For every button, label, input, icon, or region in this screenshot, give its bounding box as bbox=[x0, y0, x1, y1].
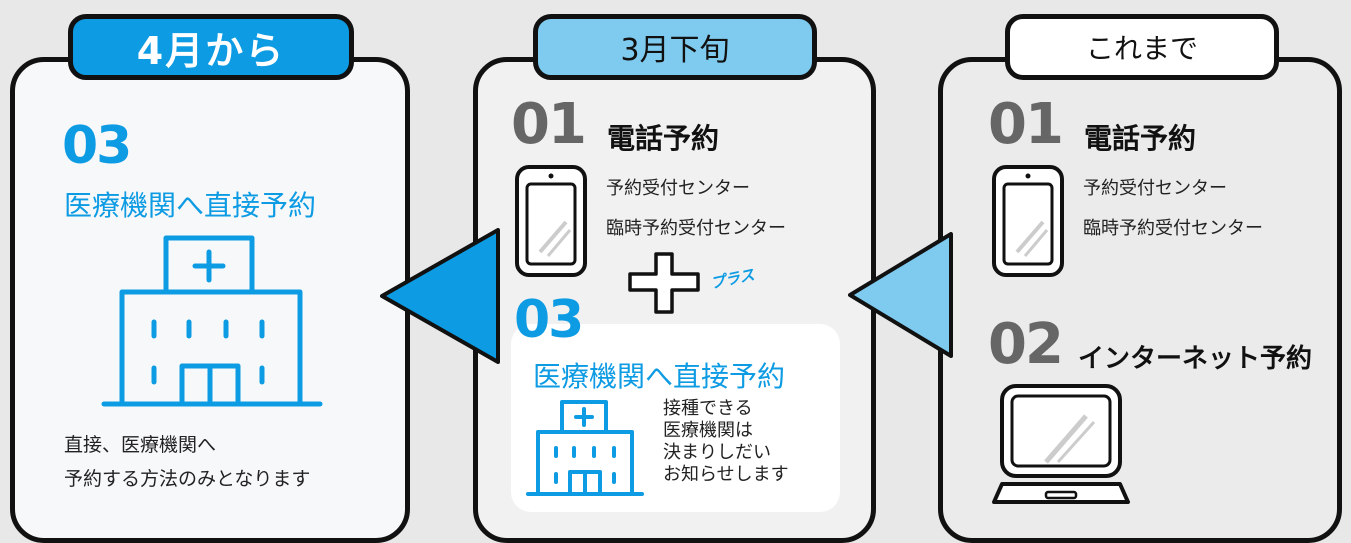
description-line: 直接、医療機関へ bbox=[64, 434, 217, 456]
method-number: 02 bbox=[988, 312, 1064, 377]
hospital-icon bbox=[526, 400, 644, 496]
notice-text: 接種できる 医療機関は 決まりしだい お知らせします bbox=[663, 398, 789, 486]
arrow-left-icon bbox=[380, 228, 500, 364]
arrow-left-icon bbox=[848, 232, 953, 358]
tab-until-now: これまで bbox=[1005, 14, 1279, 80]
method-number: 03 bbox=[514, 290, 584, 350]
contact-line: 臨時予約受付センター bbox=[606, 218, 786, 239]
tab-label: 4月から bbox=[136, 28, 286, 73]
hospital-icon bbox=[101, 235, 323, 407]
contact-line: 臨時予約受付センター bbox=[1083, 218, 1263, 239]
method-number: 01 bbox=[511, 92, 587, 157]
method-heading: インターネット予約 bbox=[1078, 344, 1313, 374]
description-line: 予約する方法のみとなります bbox=[64, 468, 311, 490]
notice-line: 接種できる bbox=[663, 398, 753, 419]
contact-line: 予約受付センター bbox=[1083, 178, 1227, 199]
notice-line: お知らせします bbox=[663, 464, 789, 485]
direct-reservation-box bbox=[511, 324, 840, 512]
smartphone-icon bbox=[515, 165, 587, 277]
method-number: 01 bbox=[988, 92, 1064, 157]
tab-label: 3月下旬 bbox=[620, 33, 730, 68]
panel-from-april bbox=[10, 57, 410, 543]
method-heading: 電話予約 bbox=[607, 122, 720, 155]
method-description: 直接、医療機関へ 予約する方法のみとなります bbox=[64, 428, 310, 496]
method-heading: 医療機関へ直接予約 bbox=[64, 189, 317, 222]
method-heading: 医療機関へ直接予約 bbox=[533, 360, 786, 393]
tab-late-march: 3月下旬 bbox=[533, 14, 817, 80]
laptop-icon bbox=[992, 384, 1130, 504]
notice-line: 医療機関は bbox=[663, 420, 753, 441]
plus-icon bbox=[628, 252, 700, 314]
method-heading: 電話予約 bbox=[1084, 122, 1197, 155]
method-number: 03 bbox=[62, 116, 132, 176]
contact-line: 予約受付センター bbox=[606, 178, 750, 199]
smartphone-icon bbox=[992, 165, 1064, 277]
tab-label: これまで bbox=[1085, 32, 1198, 65]
notice-line: 決まりしだい bbox=[663, 442, 771, 463]
tab-from-april: 4月から bbox=[68, 14, 354, 80]
